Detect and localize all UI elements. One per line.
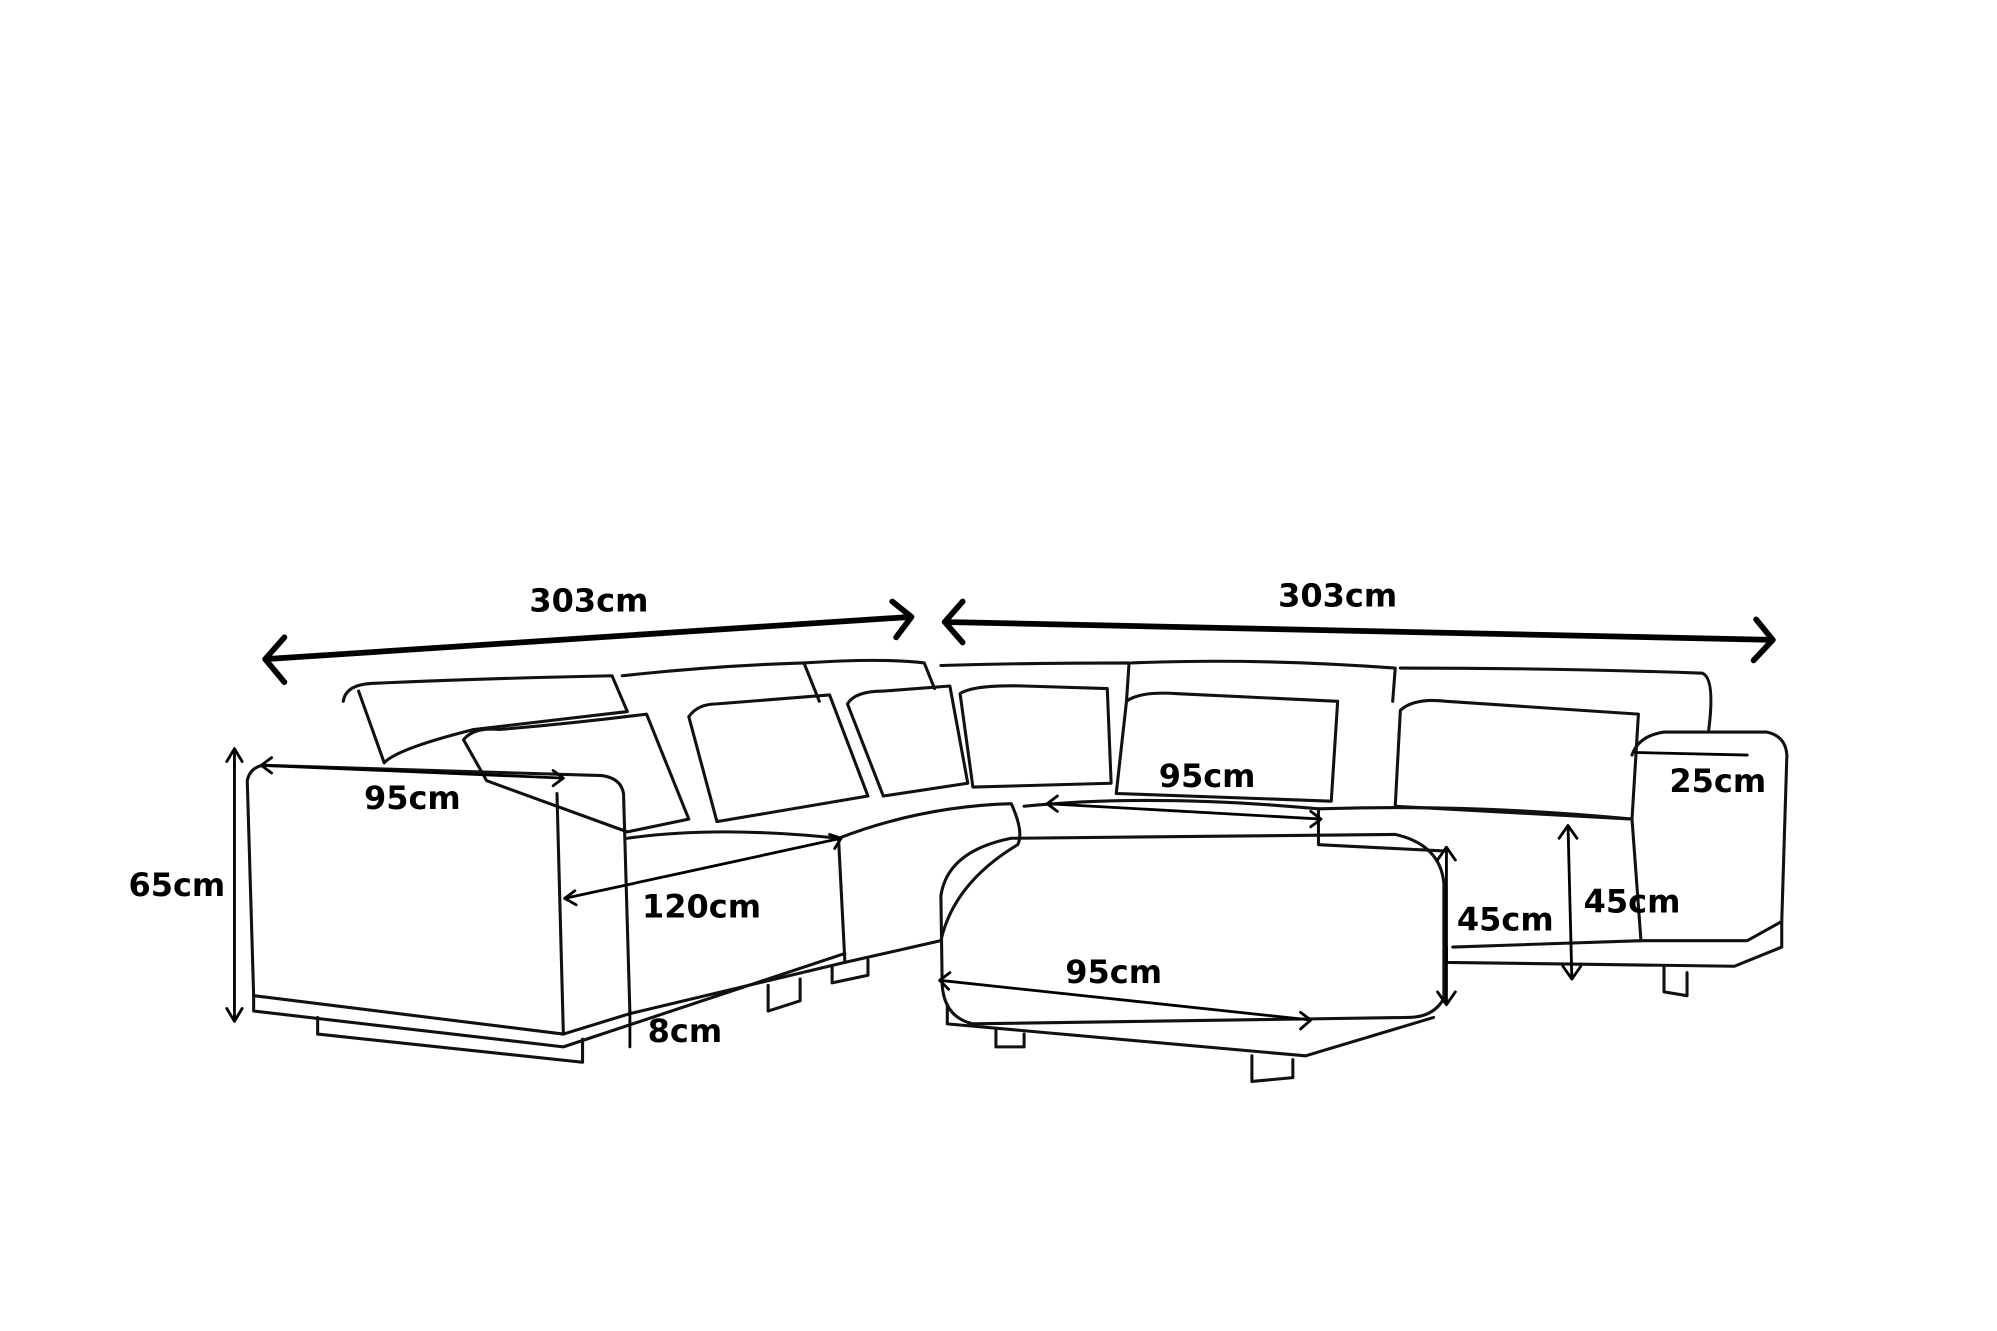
ottoman bbox=[939, 832, 1446, 1083]
seat-cushions bbox=[625, 730, 1789, 1016]
right-width-label: 303cm bbox=[1278, 577, 1397, 615]
arm-width-label: 25cm bbox=[1669, 762, 1766, 800]
throw-pillows bbox=[462, 684, 1640, 834]
ottoman-width-label: 95cm bbox=[1065, 953, 1162, 991]
seat-height-label: 45cm bbox=[1584, 883, 1681, 921]
dimension-arrows bbox=[225, 598, 1776, 1049]
left-width-label: 303cm bbox=[529, 582, 648, 620]
total-height-label: 65cm bbox=[128, 866, 225, 904]
left-arm bbox=[245, 763, 847, 1064]
leg-height-label: 8cm bbox=[648, 1012, 723, 1050]
seat-depth-label: 95cm bbox=[1159, 757, 1256, 795]
back-cushions bbox=[341, 658, 1713, 765]
seat-length-label: 120cm bbox=[642, 888, 761, 926]
ottoman-height-label: 45cm bbox=[1457, 900, 1554, 938]
arm-depth-label: 95cm bbox=[364, 779, 461, 817]
